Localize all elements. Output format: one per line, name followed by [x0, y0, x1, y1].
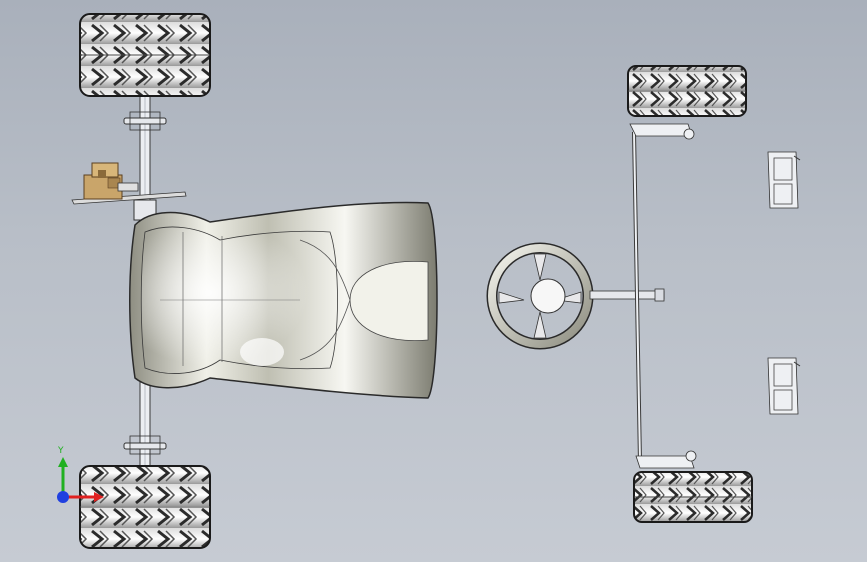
pedal-bracket-upper-icon[interactable]	[767, 151, 801, 209]
seat-shell-icon[interactable]	[129, 201, 438, 399]
rear-left-tire-icon[interactable]	[79, 13, 211, 97]
front-right-tire-icon[interactable]	[633, 471, 753, 523]
pedal-bracket-lower-icon[interactable]	[767, 357, 801, 415]
y-axis-label: Y	[57, 446, 64, 456]
steering-column-icon[interactable]	[589, 288, 665, 302]
rear-right-tire-icon[interactable]	[79, 465, 211, 549]
steering-wheel-icon[interactable]	[486, 242, 594, 350]
front-left-tire-icon[interactable]	[627, 65, 747, 117]
front-axle-icon[interactable]	[629, 123, 697, 469]
coordinate-triad-icon: Y	[57, 446, 104, 503]
engine-assembly-icon[interactable]	[71, 162, 187, 205]
